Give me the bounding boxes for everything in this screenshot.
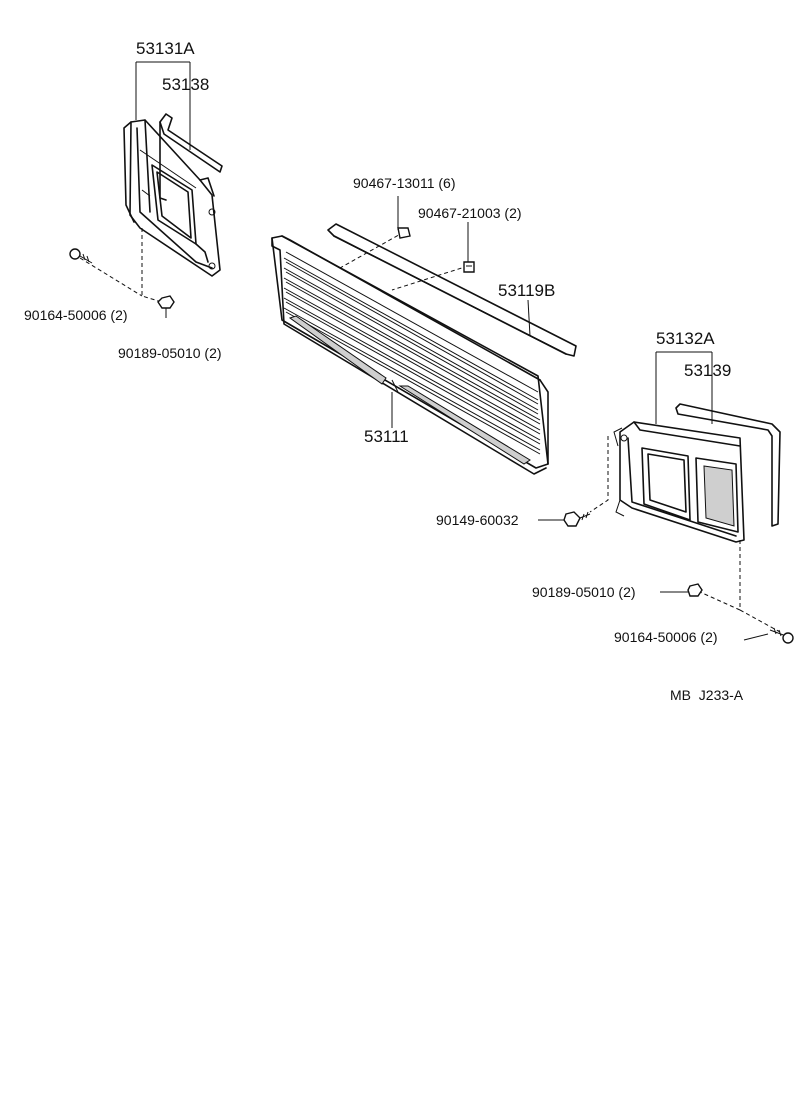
left-trim-strip	[159, 113, 223, 201]
right-leader-lines	[538, 351, 781, 641]
diagram-code: MB J233-A	[670, 687, 744, 703]
label-clip-top: 90467-13011 (6)	[353, 175, 455, 191]
right-bolt	[563, 511, 591, 527]
label-right-frame: 53132A	[656, 329, 715, 348]
radiator-grille	[271, 235, 549, 475]
label-grille: 53111	[364, 427, 409, 446]
left-nut	[157, 295, 175, 318]
right-trim-strip	[675, 403, 781, 527]
grille-clip-top	[397, 227, 411, 239]
label-nut-right: 90189-05010 (2)	[532, 584, 636, 600]
left-screw	[69, 248, 93, 264]
label-grille-molding: 53119B	[498, 281, 555, 300]
label-left-frame: 53131A	[136, 39, 195, 58]
label-nut-left: 90189-05010 (2)	[118, 345, 222, 361]
right-headlamp-frame	[613, 421, 745, 543]
right-screw	[769, 627, 794, 644]
label-right-trim: 53139	[684, 361, 731, 380]
label-bolt-right: 90149-60032	[436, 512, 519, 528]
right-nut	[687, 583, 703, 597]
left-headlamp-frame	[123, 119, 221, 277]
label-clip-right: 90467-21003 (2)	[418, 205, 522, 221]
grille-leader-lines	[339, 196, 531, 428]
grille-clip-right	[463, 261, 475, 273]
label-screw-right: 90164-50006 (2)	[614, 629, 718, 645]
left-leader-lines	[79, 61, 191, 303]
grille-molding	[327, 223, 577, 357]
label-left-trim: 53138	[162, 75, 209, 94]
label-screw-left: 90164-50006 (2)	[24, 307, 128, 323]
